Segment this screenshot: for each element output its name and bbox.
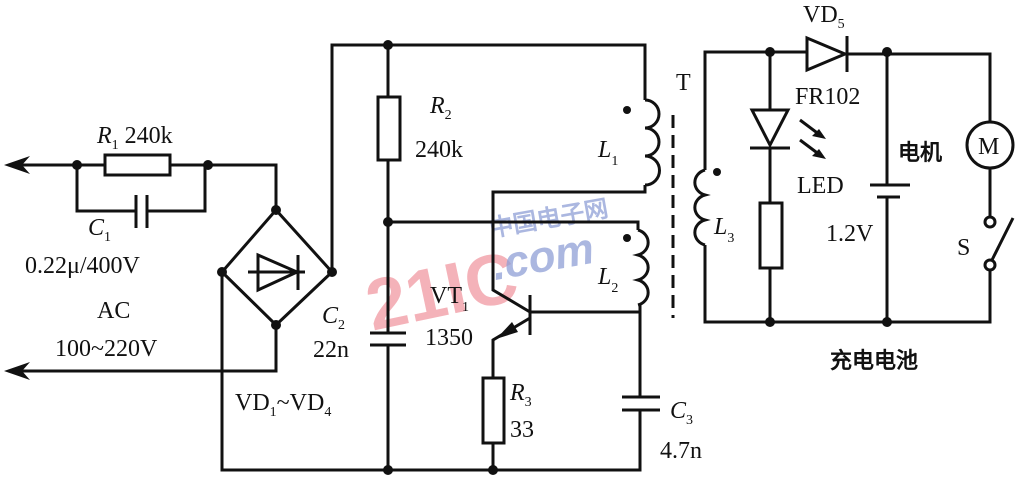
emitter-arrow-icon [496,322,518,339]
inductor-l2 [632,228,650,307]
value-c2: 22n [313,337,349,363]
inductor-l1 [644,98,661,187]
polarity-dot-l3 [713,168,721,176]
switch-s [983,215,1015,272]
label-switch: S [957,235,970,261]
label-vd5: VD5 [803,2,845,32]
label-l1: L1 [597,137,618,169]
motor-symbol: M [978,134,999,160]
label-l3: L3 [713,214,734,246]
value-vd5: FR102 [795,84,860,110]
label-c1: C1 [88,215,111,245]
capacitor-c3 [622,395,660,412]
polarity-dot-l2 [623,234,631,242]
light-arrows-icon [812,129,826,159]
label-r3: R3 [509,380,532,410]
inductor-l3 [693,168,711,247]
label-c3: C3 [670,398,693,428]
label-l2: L2 [597,264,618,296]
led [749,108,826,159]
label-motor: 电机 [898,141,942,166]
value-r3: 33 [510,417,534,443]
label-r2: R2 [429,93,452,123]
bridge-rectifier [219,207,335,328]
value-r2: 240k [415,137,463,163]
transistor-vt1 [496,295,532,339]
wires [8,43,992,472]
battery [870,183,910,199]
value-c1: 0.22μ/400V [25,253,141,279]
label-vt1: VT1 [430,283,469,315]
label-transformer: T [676,70,691,96]
junction-dots [72,40,892,475]
label-led: LED [797,173,844,199]
label-ac-range: 100~220V [55,336,158,362]
label-battery-caption: 充电电池 [830,348,918,374]
motor [965,120,1015,170]
value-c3: 4.7n [660,438,702,464]
resistor-r2 [376,95,402,162]
label-battery-voltage: 1.2V [826,221,874,247]
value-vt1: 1350 [425,325,473,351]
label-ac: AC [97,298,130,324]
label-bridge: VD1~VD4 [235,390,331,420]
label-c2: C2 [322,303,345,333]
arrow-bottom-icon [4,362,30,380]
resistor-r1 [103,153,172,177]
arrow-top-icon [4,156,30,174]
watermark: 21IC 中国电子网 .com [359,194,610,346]
resistor-led [758,201,784,270]
polarity-dot-l1 [623,106,631,114]
diode-vd5 [805,35,849,73]
ac-terminal-arrows [4,156,30,380]
capacitor-c1 [134,195,149,228]
capacitor-c2 [370,331,406,347]
resistor-r3 [481,376,506,445]
